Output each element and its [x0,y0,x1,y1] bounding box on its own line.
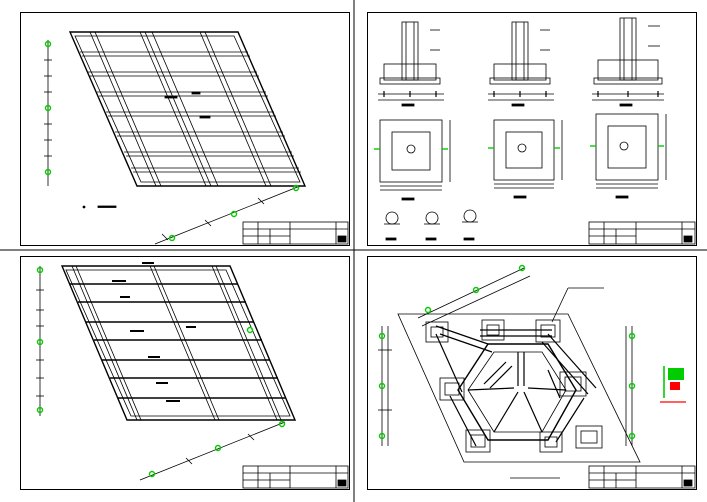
hexagonal-foundation-plan [378,264,696,489]
sheet-frame-bottom-right [367,256,697,490]
isometric-grid-top [44,31,349,245]
footing-sections [374,17,696,245]
sheet-frame-top-left [20,12,350,246]
isometric-grid-bottom [36,262,349,489]
sheet-frame-top-right [367,12,697,246]
